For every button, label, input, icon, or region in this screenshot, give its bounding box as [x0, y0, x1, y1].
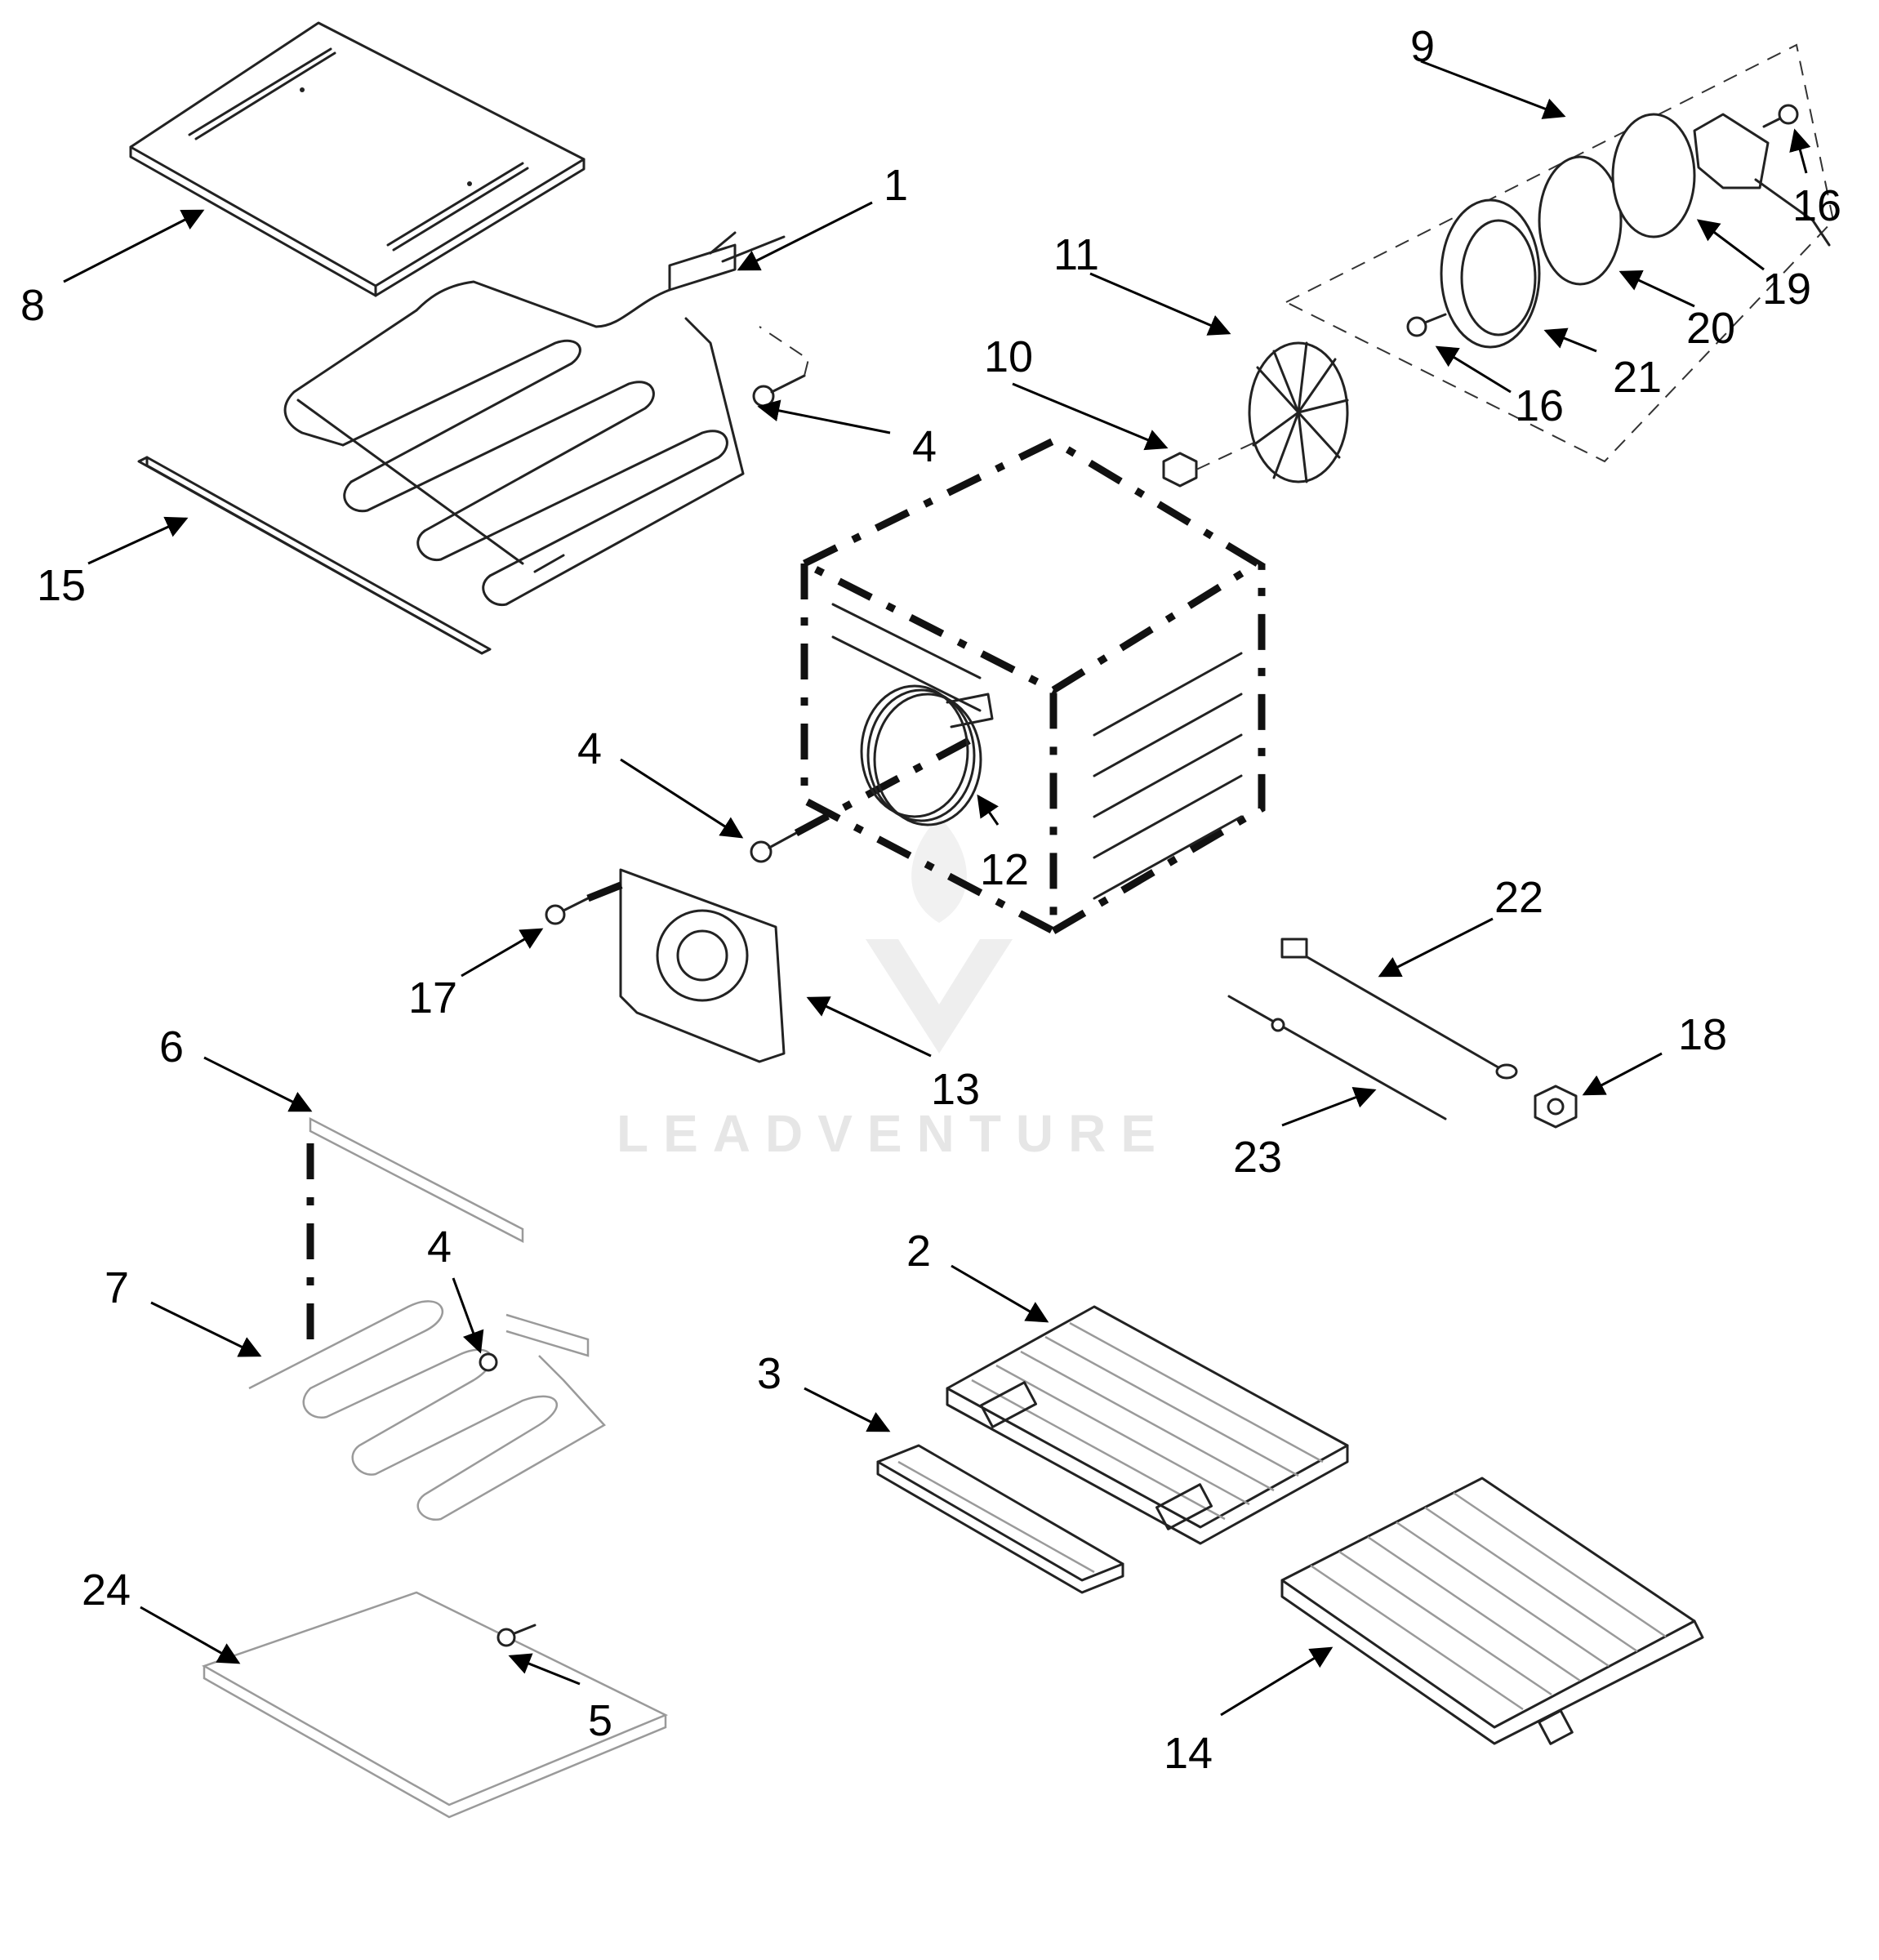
screw-part-upper	[752, 326, 810, 408]
callout-label: 22	[1494, 873, 1543, 922]
convection-motor-kit-part	[1284, 43, 1835, 463]
bracket-part	[137, 456, 492, 655]
callout-label: 2	[906, 1227, 931, 1276]
callout-label: 21	[1613, 353, 1662, 402]
callout-label: 7	[105, 1263, 129, 1312]
callout-label: 17	[408, 973, 457, 1022]
fan-blade-part	[1248, 341, 1349, 483]
callout-label: 20	[1686, 304, 1735, 353]
callout-label: 6	[159, 1022, 184, 1071]
sensor-wire-part	[1280, 938, 1518, 1080]
nut-part	[1162, 440, 1258, 488]
callout-label: 5	[588, 1696, 612, 1745]
callout-label: 16	[1792, 181, 1841, 230]
leader-lines	[63, 60, 1811, 1717]
callout-label: 13	[931, 1065, 980, 1114]
callout-label: 16	[1515, 381, 1564, 430]
oven-cavity-part	[795, 436, 1266, 938]
extension-rack-part	[1280, 1477, 1704, 1745]
callout-label: 4	[577, 724, 602, 773]
callout-label: 12	[980, 845, 1029, 894]
callout-label: 1	[884, 161, 908, 210]
callout-label: 9	[1410, 22, 1435, 71]
broil-element-part	[283, 231, 786, 607]
bake-element-part	[248, 1300, 606, 1521]
screw-part-middle	[750, 736, 974, 863]
temperature-probe-part	[1227, 995, 1447, 1120]
watermark-logo	[866, 817, 1013, 1054]
lock-nut-part	[1534, 1085, 1578, 1129]
fan-cover-part	[545, 868, 786, 1063]
drip-tray-part	[876, 1444, 1124, 1594]
top-panel-part	[129, 21, 586, 297]
callout-label: 18	[1678, 1010, 1727, 1059]
callout-label: 19	[1762, 265, 1811, 314]
bottom-panel-part	[201, 1591, 669, 1819]
callout-label: 14	[1164, 1729, 1213, 1778]
callout-label: 11	[1053, 230, 1099, 279]
callout-label: 24	[82, 1566, 131, 1615]
callout-label: 4	[427, 1223, 452, 1272]
callout-label: 23	[1233, 1133, 1282, 1182]
watermark-text: LEADVENTURE	[617, 1104, 1170, 1163]
callout-label: 4	[912, 422, 937, 471]
callout-label: 3	[757, 1349, 781, 1398]
callout-label: 15	[37, 561, 86, 610]
bake-cover-part	[306, 1116, 524, 1348]
callout-label: 10	[984, 332, 1033, 381]
oven-rack-part	[946, 1305, 1349, 1545]
callout-label: 8	[20, 281, 45, 330]
convection-element-part	[860, 684, 994, 826]
